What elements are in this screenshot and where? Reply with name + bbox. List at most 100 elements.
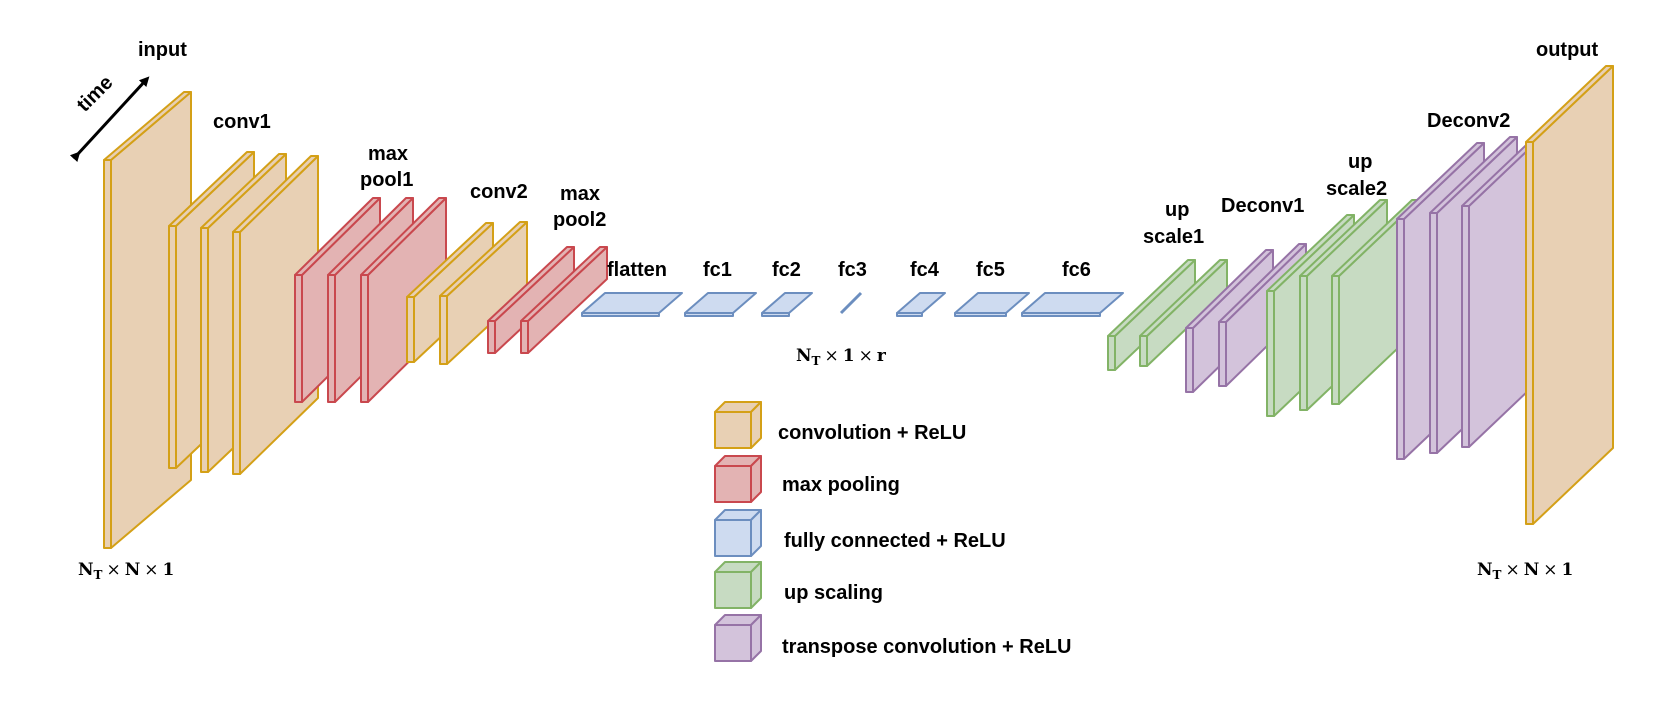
slab-pool1-b-front <box>327 274 336 403</box>
time-axis-arrow <box>69 76 150 163</box>
label-input: input <box>138 39 187 61</box>
legend-cube-pool-front <box>714 465 752 503</box>
legend-cube-conv-front <box>714 411 752 449</box>
label-fc1: fc1 <box>703 259 732 281</box>
label-flatten: flatten <box>607 259 667 281</box>
slab-conv2-a-front <box>406 296 415 363</box>
dim-latent-b: 1 <box>842 346 855 366</box>
slab-input-front <box>103 159 112 549</box>
legend-label-fc: fully connected + ReLU <box>784 530 1006 552</box>
label-max-pool1-line2: pool1 <box>360 169 414 191</box>
slab-fc1 <box>684 292 757 317</box>
slab-upscale2-c-front <box>1331 275 1340 405</box>
slab-upscale1-b-front <box>1139 335 1148 367</box>
slab-fc4-edge <box>896 312 923 317</box>
legend-cube-conv <box>714 401 762 449</box>
slab-fc5 <box>954 292 1030 317</box>
slab-upscale1-a <box>1107 259 1196 371</box>
dim-input-a-sub: T <box>93 568 103 582</box>
slab-deconv1-a-front <box>1185 327 1194 393</box>
label-fc4: fc4 <box>910 259 939 281</box>
slab-pool2-b-front <box>520 320 529 354</box>
dim-output-times1: × <box>1505 560 1520 580</box>
legend-cube-deconv <box>714 614 762 662</box>
slab-fc1-face <box>684 292 757 314</box>
label-deconv1: Deconv1 <box>1221 195 1305 217</box>
label-fc5: fc5 <box>976 259 1005 281</box>
slab-flatten-face <box>581 292 683 314</box>
legend-cube-deconv-front <box>714 624 752 662</box>
label-fc3: fc3 <box>838 259 867 281</box>
slab-fc5-face <box>954 292 1030 314</box>
label-fc6: fc6 <box>1062 259 1091 281</box>
slab-deconv1-b-front <box>1218 321 1227 387</box>
legend-cube-fc-front <box>714 519 752 557</box>
dim-latent-a: N <box>796 346 812 366</box>
legend-cube-up-front <box>714 571 752 609</box>
slab-conv2-b <box>439 221 528 365</box>
legend-label-deconv: transpose convolution + ReLU <box>782 636 1072 658</box>
dim-output: NT×N×1 <box>1477 560 1573 582</box>
dim-output-times2: × <box>1543 560 1558 580</box>
slab-fc6-edge <box>1021 312 1101 317</box>
label-deconv2: Deconv2 <box>1427 110 1511 132</box>
label-conv2: conv2 <box>470 181 528 203</box>
slab-fc3-edge <box>839 291 863 315</box>
label-max-pool2-line1: max <box>560 183 601 205</box>
legend-label-up: up scaling <box>784 582 883 604</box>
slab-conv1-b-front <box>200 227 209 473</box>
slab-fc5-edge <box>954 312 1007 317</box>
slab-fc4 <box>896 292 946 317</box>
legend-label-conv: convolution + ReLU <box>778 422 967 444</box>
slab-fc6 <box>1021 292 1124 317</box>
slab-output-front <box>1525 141 1534 525</box>
dim-latent-a-sub: T <box>811 354 821 368</box>
slab-fc2-face <box>761 292 813 314</box>
slab-conv1-a-front <box>168 225 177 469</box>
dim-latent-times2: × <box>858 346 873 366</box>
slab-deconv2-b-front <box>1429 212 1438 454</box>
dim-input-c: 1 <box>162 560 175 580</box>
dim-latent-c: r <box>876 346 886 366</box>
label-max-pool2-line2: pool2 <box>553 209 607 231</box>
slab-deconv2-c-front <box>1461 205 1470 448</box>
dim-output-b: N <box>1523 560 1540 580</box>
slab-conv1-c-front <box>232 231 241 475</box>
dim-input-times2: × <box>144 560 159 580</box>
slab-fc4-face <box>896 292 946 314</box>
legend-label-pool: max pooling <box>782 474 900 496</box>
legend-cube-pool <box>714 455 762 503</box>
label-up-scale2-line2: scale2 <box>1326 178 1388 200</box>
slab-flatten-edge <box>581 312 660 317</box>
label-conv1: conv1 <box>213 111 271 133</box>
slab-output-side <box>1532 65 1614 525</box>
slab-fc3 <box>839 291 863 315</box>
dim-input-b: N <box>124 560 141 580</box>
dim-output-a-sub: T <box>1492 568 1502 582</box>
slab-fc2-edge <box>761 312 790 317</box>
slab-conv2-b-front <box>439 295 448 365</box>
dim-latent: NT×1×r <box>796 346 886 368</box>
label-max-pool1-line1: max <box>368 143 409 165</box>
slab-flatten <box>581 292 683 317</box>
slab-pool1-a-front <box>294 274 303 403</box>
slab-fc6-face <box>1021 292 1124 314</box>
slab-upscale1-a-front <box>1107 335 1116 371</box>
slab-deconv2-a-front <box>1396 218 1405 460</box>
slab-fc1-edge <box>684 312 734 317</box>
label-up-scale1-line2: scale1 <box>1143 226 1205 248</box>
slab-pool2-b <box>520 246 608 354</box>
legend-cube-fc <box>714 509 762 557</box>
slab-upscale2-b-front <box>1299 275 1308 411</box>
label-output: output <box>1536 39 1599 61</box>
dim-input-times1: × <box>106 560 121 580</box>
dim-output-a: N <box>1477 560 1493 580</box>
dim-input: NT×N×1 <box>78 560 174 582</box>
legend-cube-up <box>714 561 762 609</box>
slab-upscale2-a-front <box>1266 290 1275 417</box>
slab-fc2 <box>761 292 813 317</box>
dim-latent-times1: × <box>824 346 839 366</box>
slab-pool1-c-front <box>360 274 369 403</box>
